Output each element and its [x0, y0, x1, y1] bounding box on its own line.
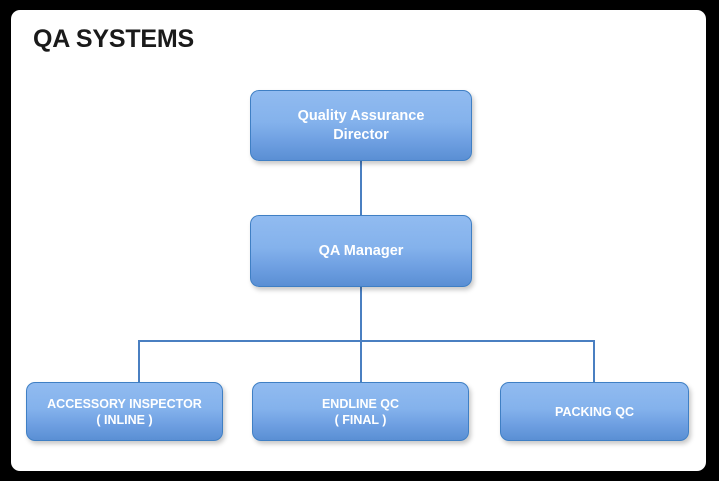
org-node-label: QA Manager: [318, 242, 404, 259]
slide-panel: QA SYSTEMS Quality Assurance Director: [11, 10, 706, 471]
org-node-packing-qc[interactable]: PACKING QC: [500, 382, 689, 441]
org-node-label: PACKING QC: [555, 404, 634, 419]
org-node-qa-manager[interactable]: QA Manager: [250, 215, 472, 287]
org-node-endline-qc[interactable]: ENDLINE QC ( FINAL ): [252, 382, 469, 441]
org-node-label: ACCESSORY INSPECTOR ( INLINE ): [47, 396, 202, 427]
org-node-quality-assurance-director[interactable]: Quality Assurance Director: [250, 90, 472, 161]
org-chart-connectors: [138, 161, 595, 382]
page-title: QA SYSTEMS: [33, 25, 194, 53]
org-node-label: Quality Assurance Director: [297, 107, 425, 143]
org-node-label: ENDLINE QC ( FINAL ): [321, 396, 400, 427]
org-node-accessory-inspector[interactable]: ACCESSORY INSPECTOR ( INLINE ): [26, 382, 223, 441]
